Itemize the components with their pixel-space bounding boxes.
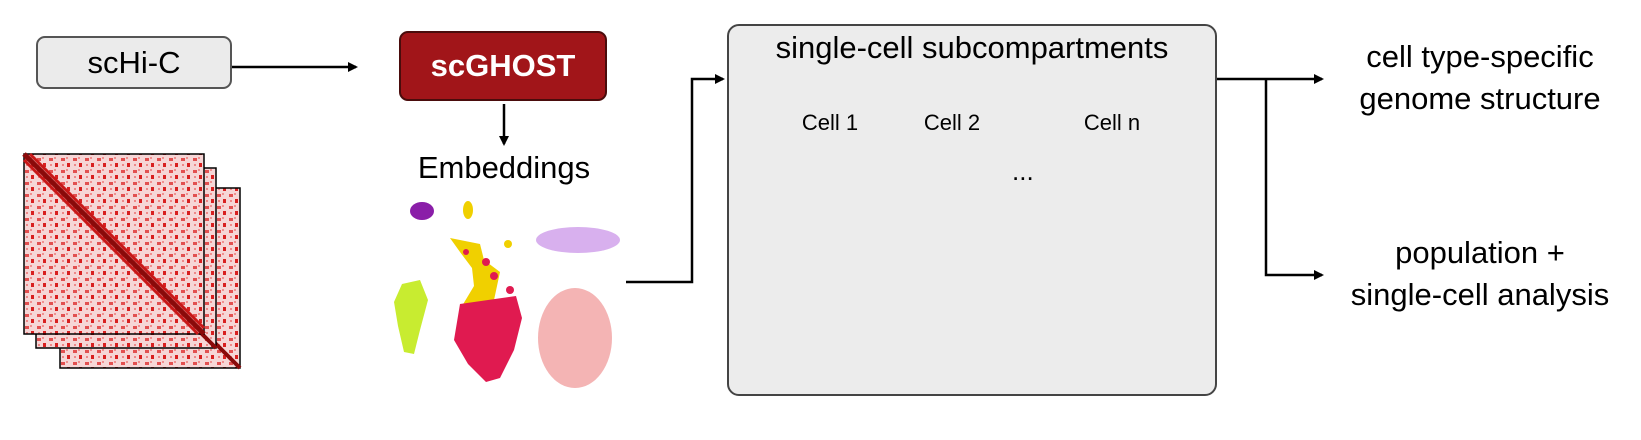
output-1-line-1: cell type-specific [1366,39,1594,74]
cell-n-label: Cell n [1083,110,1141,135]
heatmap-stack [22,152,242,370]
arrow-panel-to-output-2 [1264,79,1324,280]
embedding-clusters [394,201,620,388]
output-2-line-2: single-cell analysis [1350,277,1610,312]
schic-input-box: scHi-C [36,36,232,89]
output-1-line-2: genome structure [1359,81,1601,116]
scghost-model-box: scGHOST [399,31,607,101]
output-cell-type-structure: cell type-specific genome structure [1330,36,1630,120]
subcompartments-panel [727,24,1217,396]
arrow-embeddings-to-panel [626,74,725,284]
embeddings-label: Embeddings [417,150,591,185]
cells-ellipsis: ... [1012,156,1034,186]
output-2-line-1: population + [1395,235,1565,270]
panel-title: single-cell subcompartments [775,30,1169,65]
cell-2-label: Cell 2 [923,110,981,135]
scghost-label: scGHOST [430,48,576,83]
output-population-analysis: population + single-cell analysis [1330,232,1630,316]
schic-label: scHi-C [87,44,181,80]
cell-1-label: Cell 1 [801,110,859,135]
